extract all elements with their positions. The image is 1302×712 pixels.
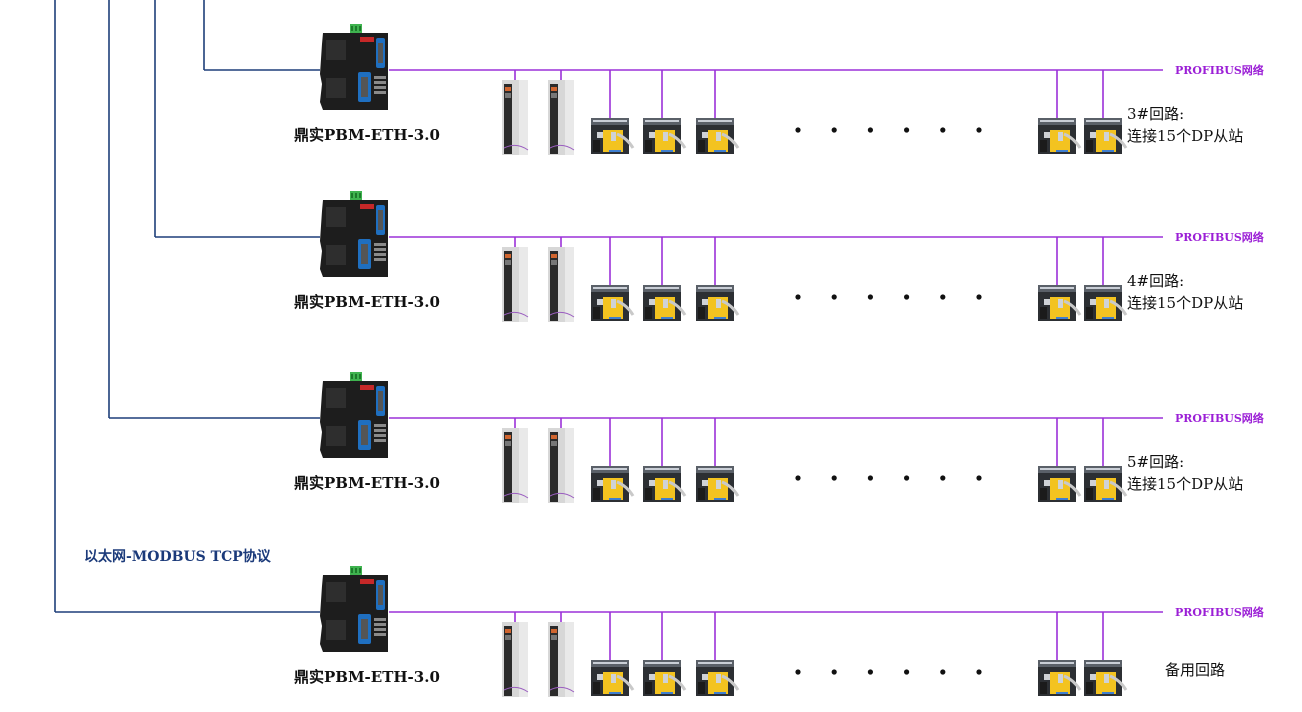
- ellipsis-dot: [904, 127, 910, 133]
- profibus-loop: 鼎实PBM-ETH-3.0 PROFIBUS网络 4#回路: 连接15个DP从站: [294, 191, 1264, 323]
- ellipsis-dot: [904, 294, 910, 300]
- gateway-label: 鼎实PBM-ETH-3.0: [294, 474, 440, 492]
- motor-protector-icon: [589, 116, 635, 156]
- ellipsis-dot: [867, 669, 874, 675]
- profibus-loop: 鼎实PBM-ETH-3.0 PROFIBUS网络 3#回路: 连接15个DP从站: [294, 24, 1264, 156]
- motor-protector-icon: [1082, 658, 1128, 698]
- motor-protector-icon: [694, 116, 740, 156]
- vfd-drive-icon: [501, 427, 529, 504]
- profibus-network-label: PROFIBUS网络: [1175, 411, 1264, 425]
- ellipsis-dot: [795, 475, 801, 481]
- gateway-device-icon: [320, 372, 388, 458]
- ethernet-modbus-tcp-label: 以太网-MODBUS TCP协议: [84, 548, 272, 565]
- motor-protector-icon: [589, 658, 635, 698]
- motor-protector-icon: [641, 464, 687, 504]
- gateway-label: 鼎实PBM-ETH-3.0: [294, 293, 440, 311]
- motor-protector-icon: [1036, 283, 1082, 323]
- gateway-label: 鼎实PBM-ETH-3.0: [294, 126, 440, 144]
- ellipsis-dot: [831, 475, 837, 481]
- motor-protector-icon: [641, 658, 687, 698]
- loop-title: 备用回路: [1165, 661, 1225, 679]
- motor-protector-icon: [589, 283, 635, 323]
- ellipsis-dot: [976, 669, 982, 675]
- motor-protector-icon: [1082, 464, 1128, 504]
- more-devices-ellipsis: [795, 669, 982, 675]
- ellipsis-dot: [976, 294, 982, 300]
- ellipsis-dot: [795, 127, 801, 133]
- gateway-device-icon: [320, 24, 388, 110]
- profibus-network-label: PROFIBUS网络: [1175, 230, 1264, 244]
- more-devices-ellipsis: [795, 475, 982, 481]
- ellipsis-dot: [940, 475, 946, 481]
- loop-description: 连接15个DP从站: [1127, 127, 1243, 145]
- more-devices-ellipsis: [795, 127, 982, 133]
- loop-description: 连接15个DP从站: [1127, 294, 1243, 312]
- loop-title: 3#回路:: [1127, 105, 1184, 123]
- motor-protector-icon: [694, 283, 740, 323]
- ellipsis-dot: [976, 475, 982, 481]
- ellipsis-dot: [867, 475, 874, 481]
- profibus-loops: 鼎实PBM-ETH-3.0PROFIBUS网络3#回路:连接15个DP从站鼎实P…: [294, 24, 1264, 698]
- more-devices-ellipsis: [795, 294, 982, 300]
- vfd-drive-icon: [501, 621, 529, 698]
- motor-protector-icon: [641, 116, 687, 156]
- loop-title: 5#回路:: [1127, 453, 1184, 471]
- loop-description: 连接15个DP从站: [1127, 475, 1243, 493]
- gateway-device-icon: [320, 566, 388, 652]
- ellipsis-dot: [795, 669, 801, 675]
- ellipsis-dot: [795, 294, 801, 300]
- motor-protector-icon: [1036, 116, 1082, 156]
- ellipsis-dot: [940, 294, 946, 300]
- motor-protector-icon: [694, 464, 740, 504]
- motor-protector-icon: [641, 283, 687, 323]
- vfd-drive-icon: [501, 79, 529, 156]
- vfd-drive-icon: [547, 79, 575, 156]
- ethernet-backbone: [54, 0, 320, 613]
- vfd-drive-icon: [547, 246, 575, 323]
- ellipsis-dot: [904, 669, 910, 675]
- gateway-device-icon: [320, 191, 388, 277]
- vfd-drive-icon: [547, 621, 575, 698]
- motor-protector-icon: [694, 658, 740, 698]
- ellipsis-dot: [904, 475, 910, 481]
- profibus-network-label: PROFIBUS网络: [1175, 605, 1264, 619]
- ellipsis-dot: [940, 127, 946, 133]
- ellipsis-dot: [831, 294, 837, 300]
- motor-protector-icon: [1036, 464, 1082, 504]
- motor-protector-icon: [1036, 658, 1082, 698]
- vfd-drive-icon: [547, 427, 575, 504]
- profibus-loop: 鼎实PBM-ETH-3.0 PROFIBUS网络 5#回路: 连接15个DP从站: [294, 372, 1264, 504]
- loop-title: 4#回路:: [1127, 272, 1184, 290]
- motor-protector-icon: [1082, 116, 1128, 156]
- ellipsis-dot: [867, 294, 874, 300]
- motor-protector-icon: [1082, 283, 1128, 323]
- ellipsis-dot: [867, 127, 874, 133]
- motor-protector-icon: [589, 464, 635, 504]
- ellipsis-dot: [831, 127, 837, 133]
- profibus-network-label: PROFIBUS网络: [1175, 63, 1264, 77]
- ellipsis-dot: [976, 127, 982, 133]
- ellipsis-dot: [940, 669, 946, 675]
- vfd-drive-icon: [501, 246, 529, 323]
- gateway-label: 鼎实PBM-ETH-3.0: [294, 668, 440, 686]
- ellipsis-dot: [831, 669, 837, 675]
